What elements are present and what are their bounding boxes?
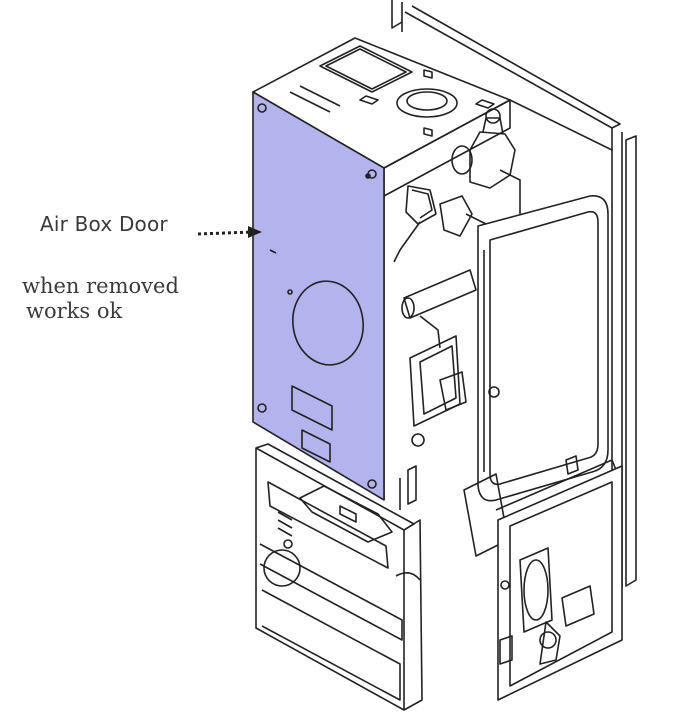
air-box-door-panel [252,91,385,501]
control-panel-housing [255,443,423,711]
callout-arrow [197,226,262,238]
removal-note: when removed works ok [22,274,179,324]
note-line-1: when removed [22,274,179,298]
lower-cage [497,465,623,701]
air-box-door-label: Air Box Door [40,212,168,236]
note-line-2: works ok [26,299,123,323]
